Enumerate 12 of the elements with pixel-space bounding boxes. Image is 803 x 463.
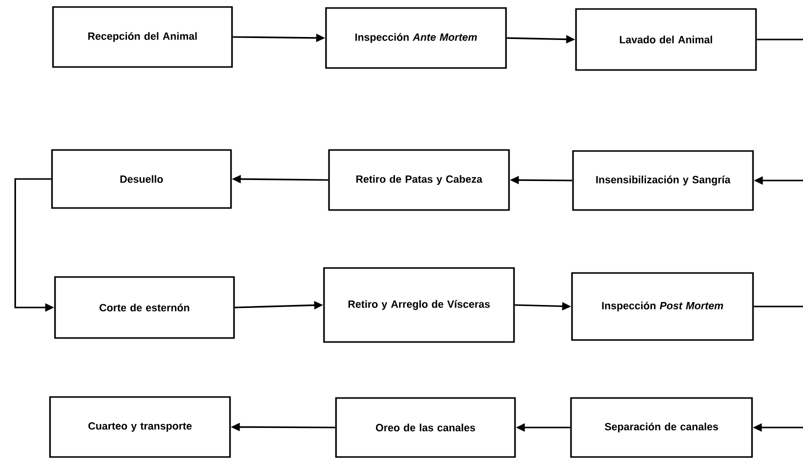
process-box: Separación de canales — [570, 397, 753, 458]
process-box: Lavado del Animal — [575, 8, 757, 71]
process-box: Retiro y Arreglo de Vísceras — [323, 267, 515, 343]
process-box: Inspección Post Mortem — [571, 272, 754, 341]
process-box: Insensibilización y Sangría — [572, 150, 754, 211]
process-box: Inspección Ante Mortem — [325, 7, 507, 69]
process-box: Desuello — [51, 149, 232, 209]
process-box: Retiro de Patas y Cabeza — [328, 149, 510, 211]
process-box: Corte de esternón — [54, 276, 235, 339]
process-box: Oreo de las canales — [335, 397, 516, 458]
process-box: Cuarteo y transporte — [49, 396, 231, 458]
process-box: Recepción del Animal — [52, 6, 233, 68]
